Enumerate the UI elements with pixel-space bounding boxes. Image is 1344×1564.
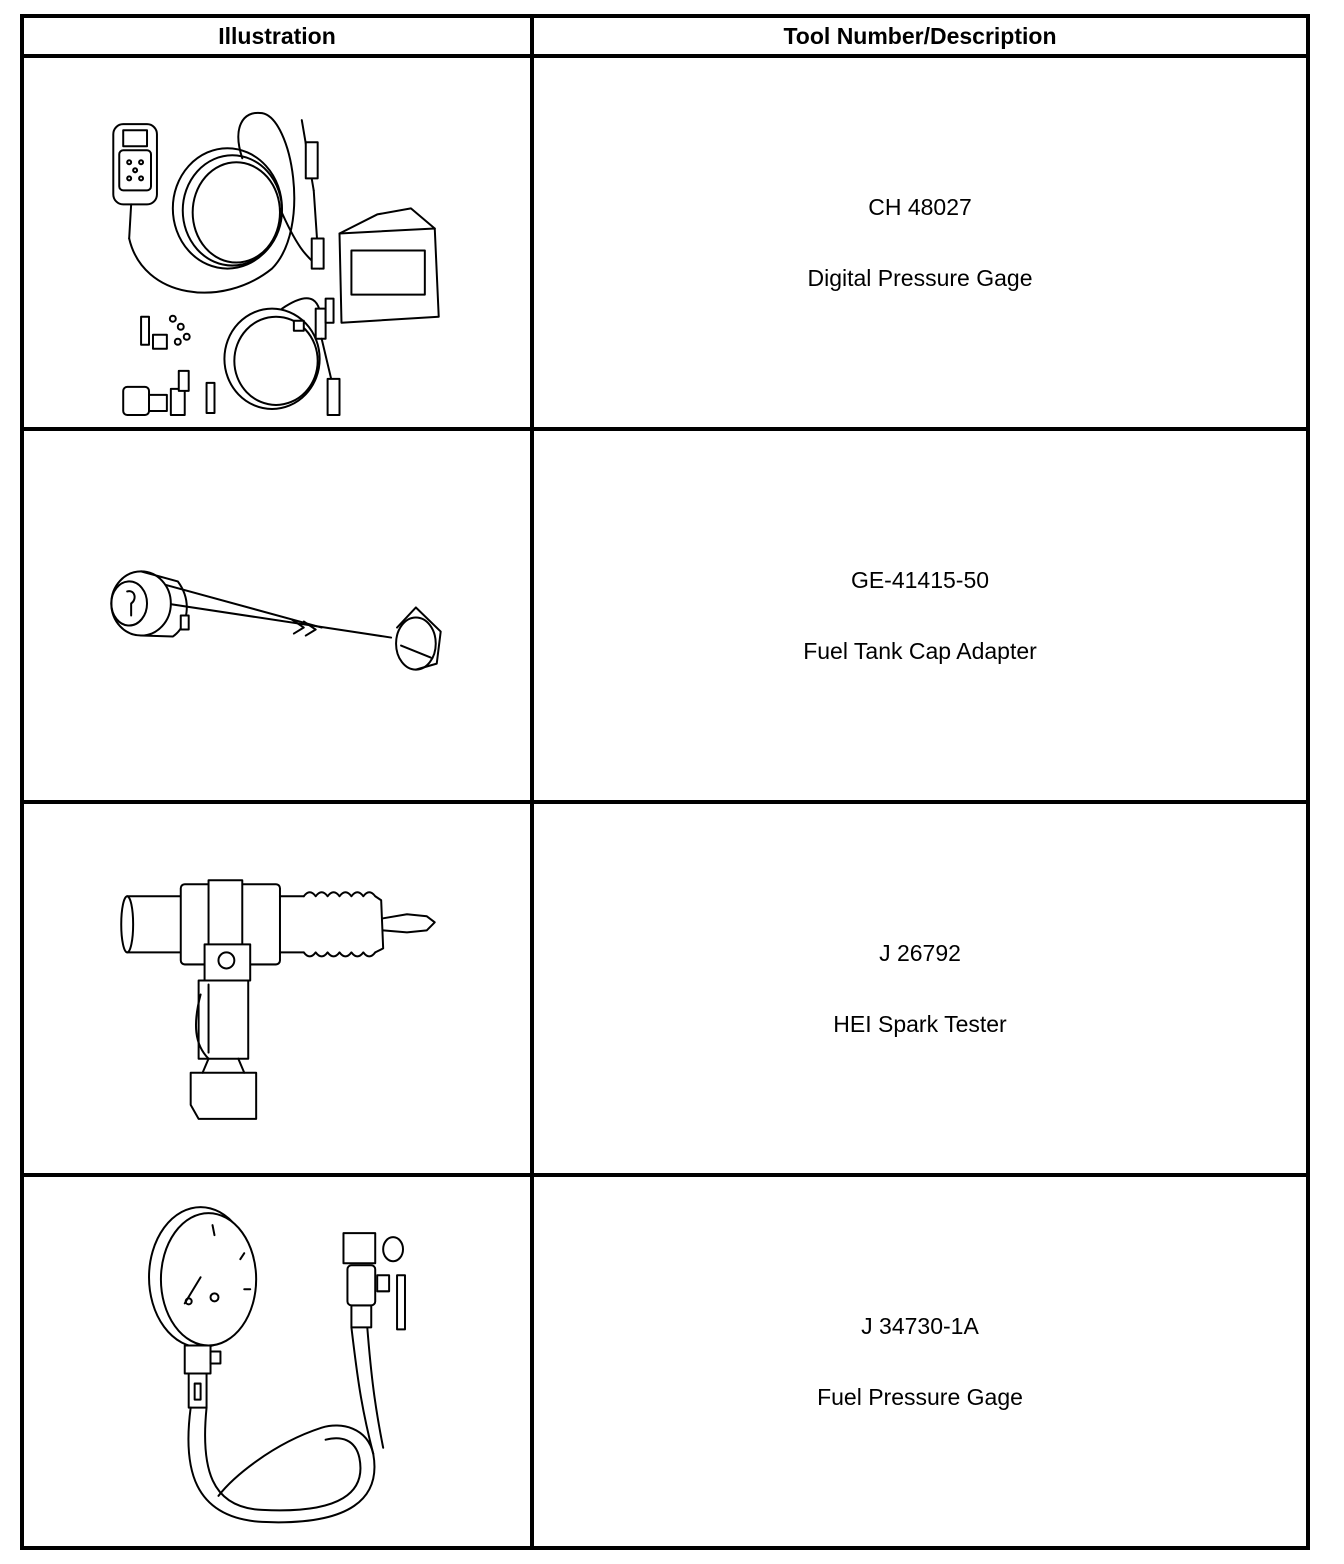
tool-cell: J 26792 HEI Spark Tester bbox=[530, 800, 1310, 1177]
tool-number: J 26792 bbox=[879, 939, 961, 966]
table-row: CH 48027 Digital Pressure Gage bbox=[20, 54, 1310, 431]
header-row: Illustration Tool Number/Description bbox=[20, 14, 1310, 58]
table-row: GE-41415-50 Fuel Tank Cap Adapter bbox=[20, 427, 1310, 804]
tool-number: CH 48027 bbox=[868, 193, 972, 220]
illustration-cell bbox=[20, 54, 534, 431]
tool-number: J 34730-1A bbox=[861, 1312, 979, 1339]
tool-description: Fuel Tank Cap Adapter bbox=[803, 637, 1037, 664]
illustration-cell bbox=[20, 800, 534, 1177]
illustration-cell bbox=[20, 427, 534, 804]
tool-description: Fuel Pressure Gage bbox=[817, 1383, 1023, 1410]
tool-header: Tool Number/Description bbox=[530, 14, 1310, 58]
illustration-cell bbox=[20, 1173, 534, 1550]
tool-cell: J 34730-1A Fuel Pressure Gage bbox=[530, 1173, 1310, 1550]
tool-description: Digital Pressure Gage bbox=[807, 264, 1033, 291]
tool-number: GE-41415-50 bbox=[850, 566, 990, 593]
digital-pressure-gage-illustration bbox=[112, 111, 440, 416]
tool-cell: CH 48027 Digital Pressure Gage bbox=[530, 54, 1310, 431]
table-row: J 34730-1A Fuel Pressure Gage bbox=[20, 1173, 1310, 1550]
table-row: J 26792 HEI Spark Tester bbox=[20, 800, 1310, 1177]
fuel-tank-cap-adapter-illustration bbox=[110, 570, 442, 671]
special-tools-table: Illustration Tool Number/Description bbox=[20, 14, 1310, 1550]
spark-tester-illustration bbox=[120, 879, 436, 1120]
tool-description: HEI Spark Tester bbox=[833, 1010, 1007, 1037]
illustration-header: Illustration bbox=[20, 14, 534, 58]
fuel-pressure-gage-illustration bbox=[148, 1206, 406, 1524]
tool-cell: GE-41415-50 Fuel Tank Cap Adapter bbox=[530, 427, 1310, 804]
